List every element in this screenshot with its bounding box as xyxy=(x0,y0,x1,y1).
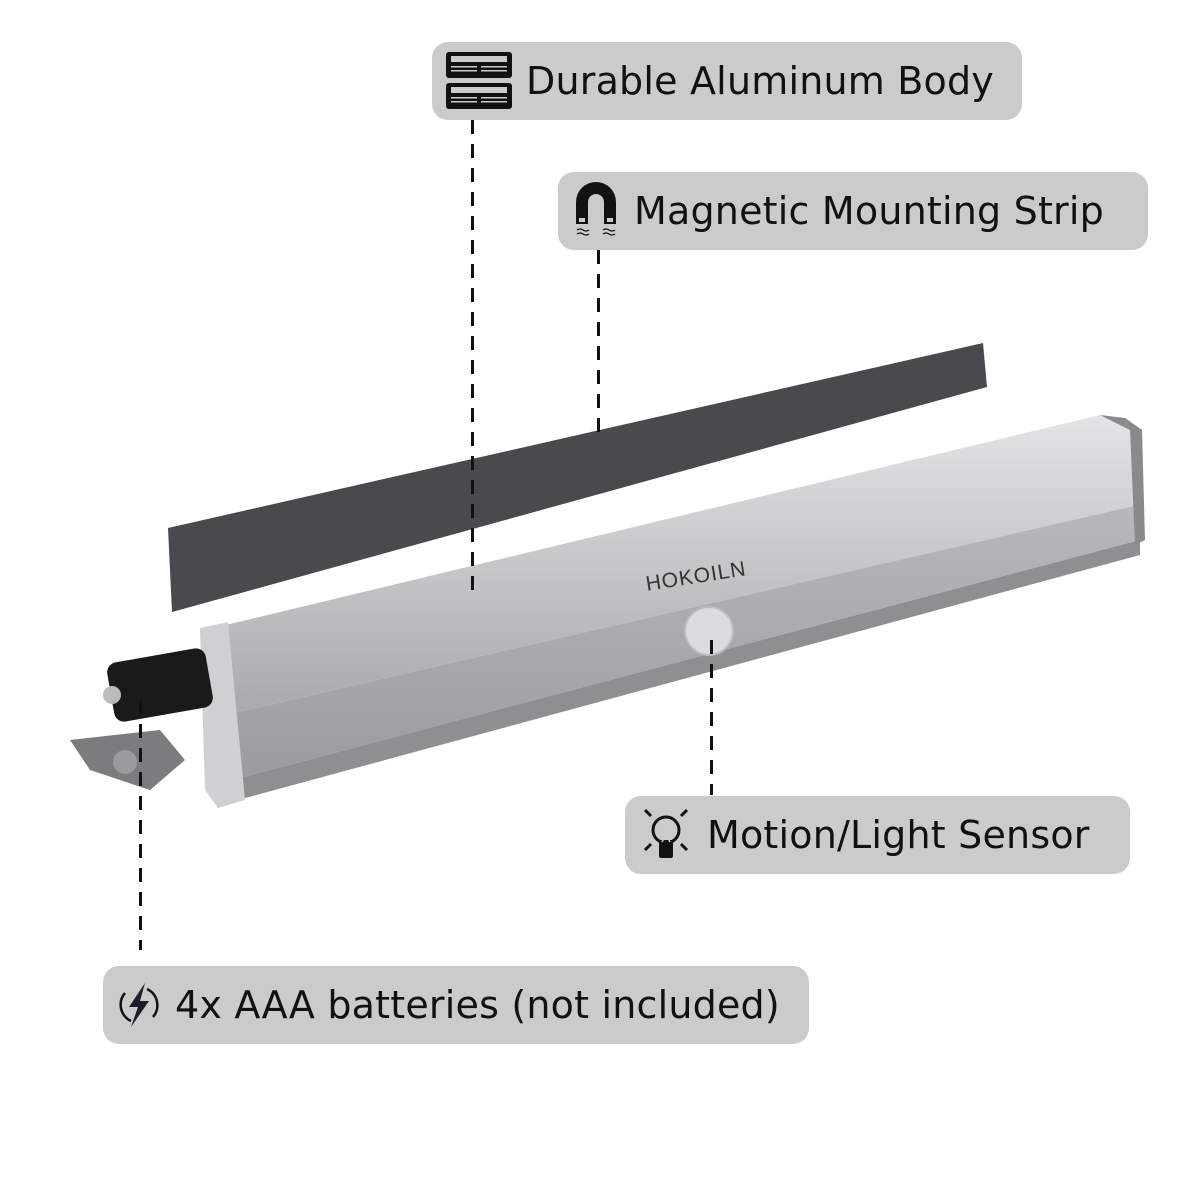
aluminum-profile-icon xyxy=(446,52,512,110)
lightbulb-icon xyxy=(639,804,693,866)
callout-batteries: 4x AAA batteries (not included) xyxy=(103,966,809,1044)
leader-line-body xyxy=(471,120,474,590)
leader-line-magnet xyxy=(597,250,600,440)
callout-motion-sensor: Motion/Light Sensor xyxy=(625,796,1130,874)
callout-label: Magnetic Mounting Strip xyxy=(634,189,1104,233)
callout-label: 4x AAA batteries (not included) xyxy=(175,983,780,1027)
aluminum-body xyxy=(205,415,1138,715)
magnet-icon xyxy=(572,180,620,242)
sensor-dome xyxy=(684,606,734,656)
leader-line-sensor xyxy=(710,640,713,795)
callout-magnetic-strip: Magnetic Mounting Strip xyxy=(558,172,1148,250)
leader-line-battery xyxy=(139,700,142,950)
callout-aluminum-body: Durable Aluminum Body xyxy=(432,42,1022,120)
lightning-bolt-icon xyxy=(117,981,161,1029)
callout-label: Durable Aluminum Body xyxy=(526,59,994,103)
magnetic-strip xyxy=(168,343,987,612)
callout-label: Motion/Light Sensor xyxy=(707,813,1090,857)
